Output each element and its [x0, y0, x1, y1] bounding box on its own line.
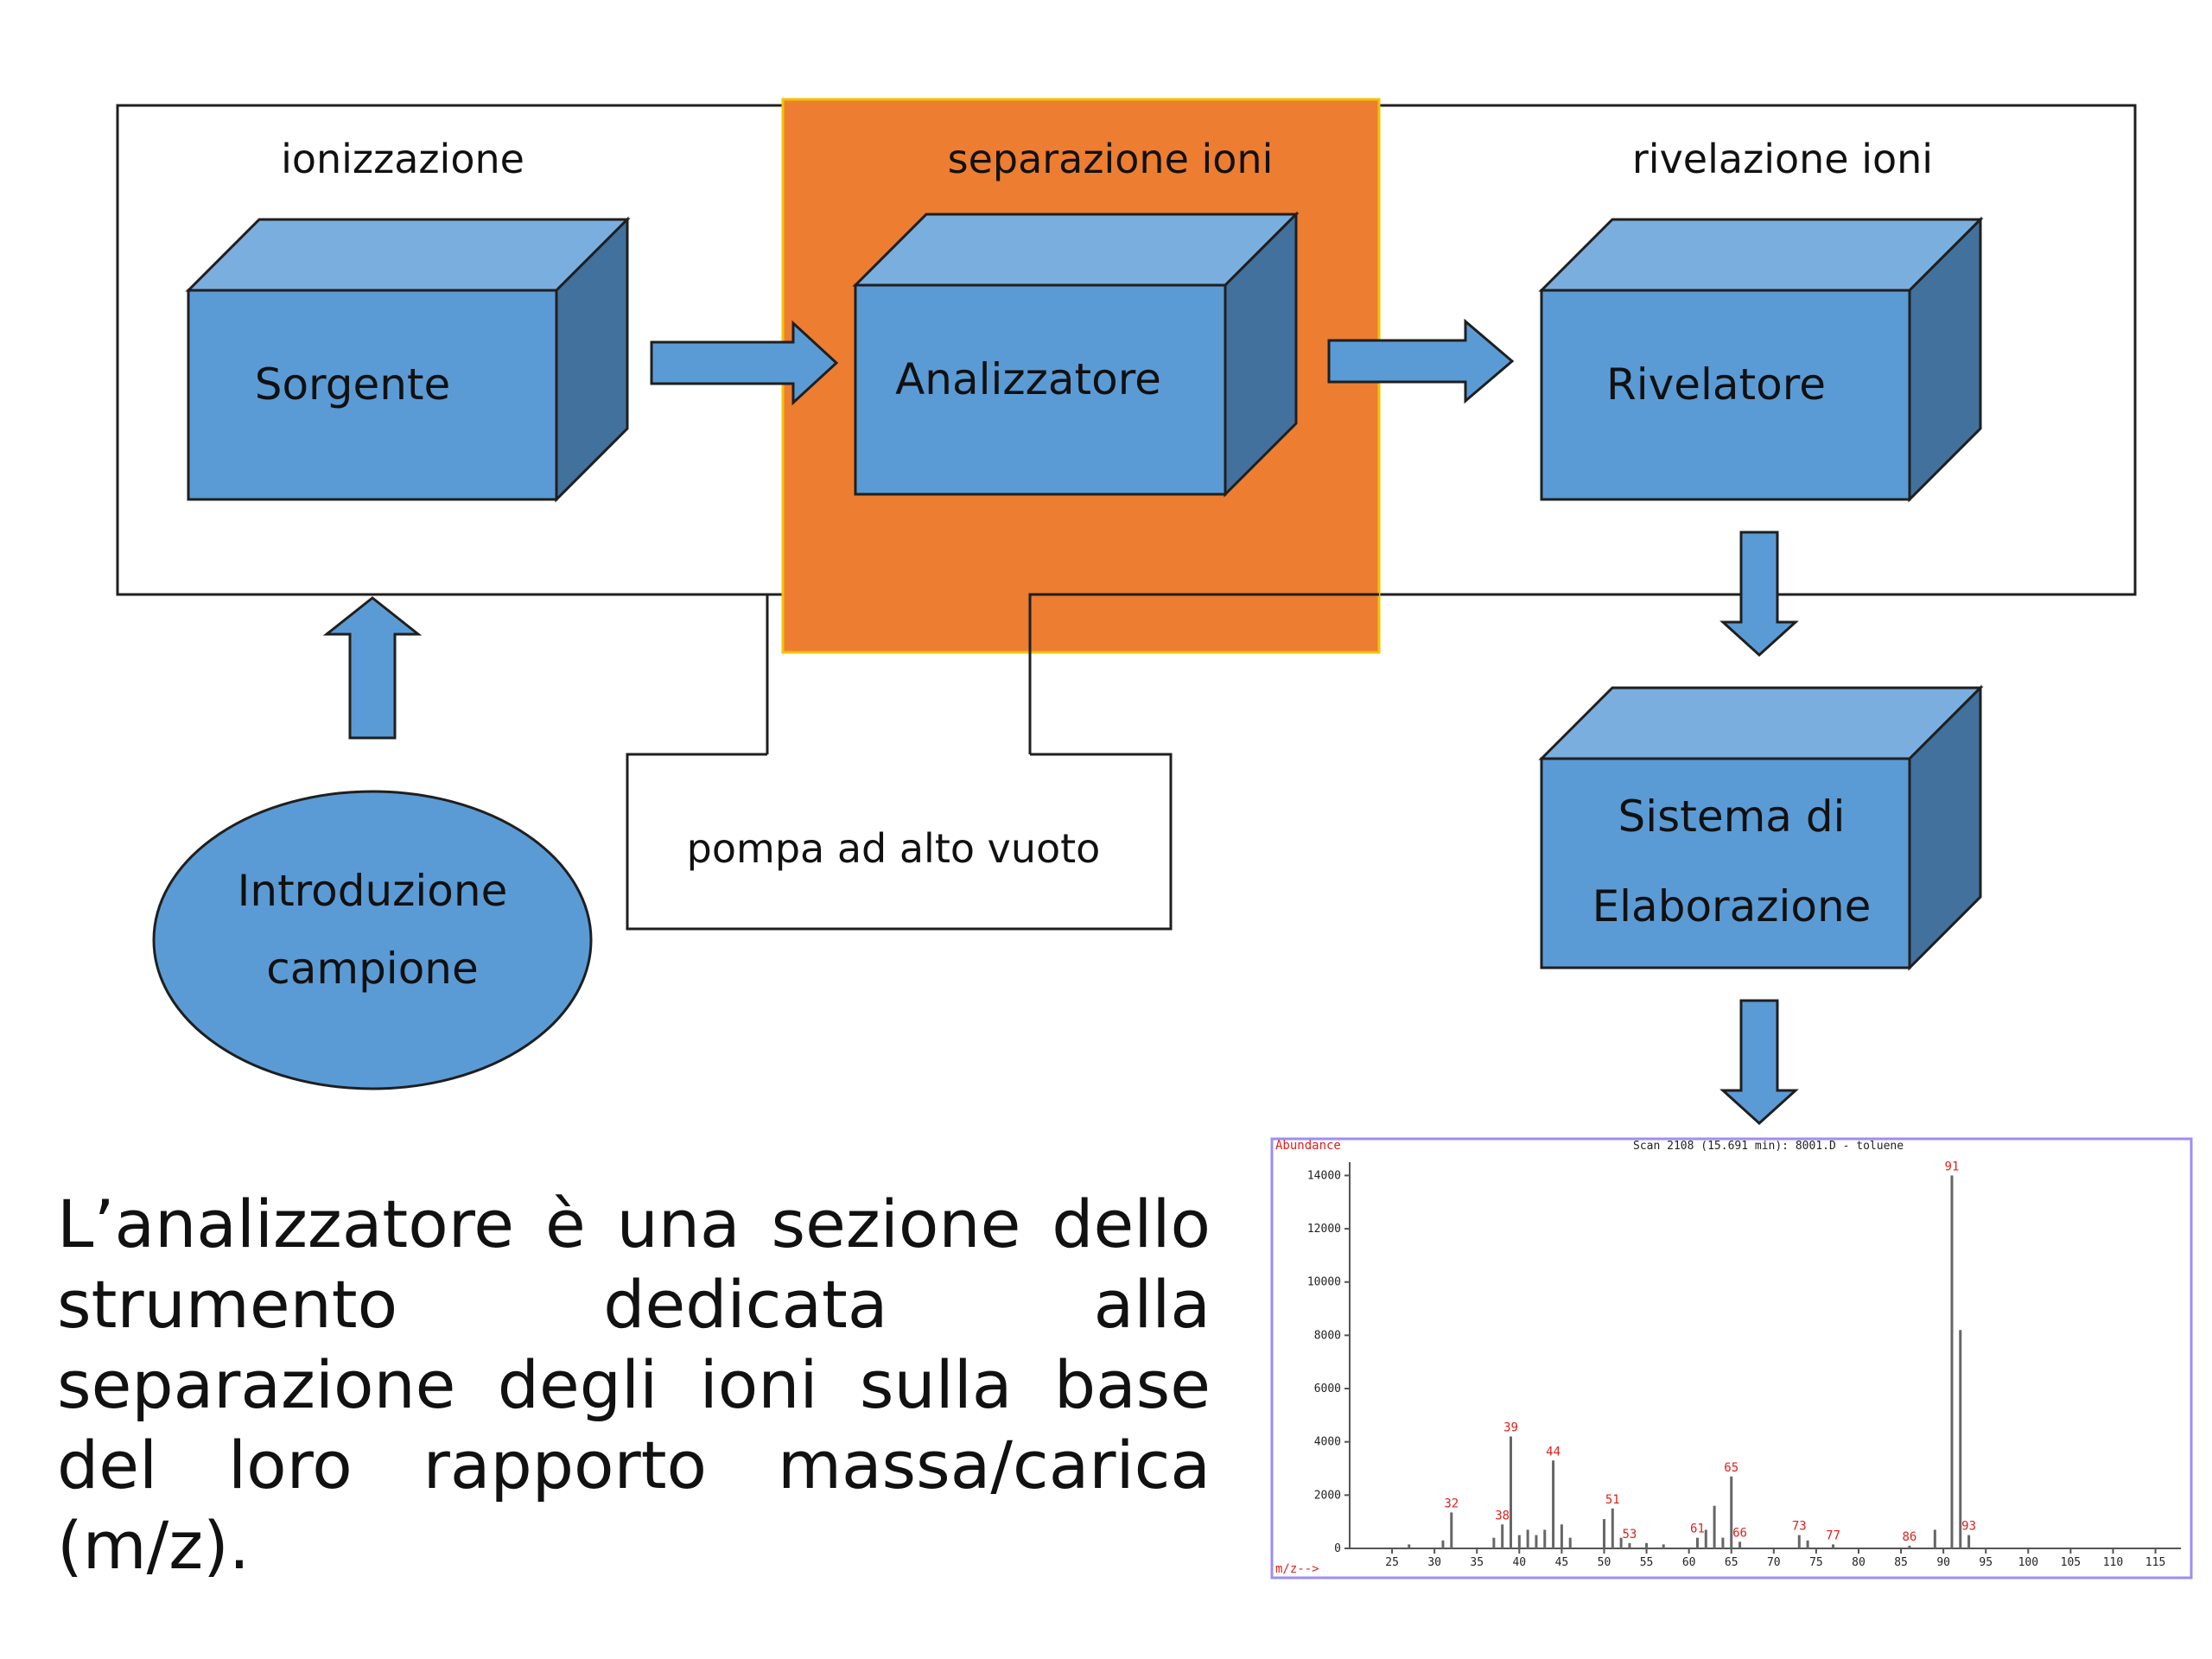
mass-spectrum: Abundance Scan 2108 (15.691 min): 8001.D…: [1270, 1137, 2193, 1580]
spectrum-peak-label: 77: [1826, 1529, 1840, 1542]
arrow-analyzer-to-detector: [1327, 318, 1515, 404]
stage-label-ionization: ionizzazione: [281, 136, 524, 182]
spectrum-peak-label: 65: [1724, 1461, 1738, 1475]
spectrum-peaks: 32 38 39 44 51 53 61 65 66 73 77 86 91 93: [1408, 1160, 1976, 1548]
spectrum-peak-label: 73: [1792, 1520, 1807, 1534]
spectrum-y-tick-label: 14000: [1307, 1169, 1341, 1182]
processing-label-line1: Sistema di: [1618, 791, 1846, 842]
spectrum-peak-label: 86: [1902, 1530, 1916, 1544]
spectrum-x-tick-label: 35: [1470, 1556, 1484, 1569]
analyzer-box: Analizzatore: [852, 211, 1300, 498]
spectrum-xlabel: m/z-->: [1275, 1562, 1319, 1576]
processing-label-line2: Elaborazione: [1592, 881, 1872, 931]
spectrum-x-tick-label: 85: [1894, 1556, 1908, 1569]
spectrum-peak-label: 93: [1961, 1520, 1976, 1534]
spectrum-x-tick-label: 50: [1598, 1556, 1611, 1569]
spectrum-header: Scan 2108 (15.691 min): 8001.D - toluene: [1633, 1140, 1904, 1153]
spectrum-x-tick-label: 105: [2061, 1556, 2081, 1569]
spectrum-x-tick-label: 40: [1512, 1556, 1526, 1569]
stage-label-separation: separazione ioni: [948, 136, 1274, 182]
spectrum-peak-label: 53: [1623, 1528, 1637, 1541]
spectrum-y-tick-label: 10000: [1307, 1276, 1341, 1289]
spectrum-x-tick-label: 115: [2145, 1556, 2165, 1569]
spectrum-axes: 0 2000 4000 6000 8000 10000 12000 14000 25 30 35 40…: [1307, 1162, 2181, 1569]
spectrum-peak-label: 91: [1945, 1160, 1960, 1173]
spectrum-peak-label: 38: [1495, 1509, 1510, 1522]
spectrum-y-tick-label: 0: [1334, 1542, 1341, 1555]
spectrum-x-tick-label: 30: [1427, 1556, 1441, 1569]
spectrum-x-tick-label: 80: [1852, 1556, 1866, 1569]
spectrum-x-tick-label: 65: [1725, 1556, 1738, 1569]
detector-label: Rivelatore: [1606, 359, 1826, 410]
spectrum-ylabel: Abundance: [1275, 1139, 1341, 1153]
spectrum-x-tick-label: 95: [1979, 1556, 1993, 1569]
spectrum-x-tick-label: 75: [1809, 1556, 1823, 1569]
spectrum-y-tick-label: 2000: [1314, 1489, 1341, 1502]
sample-intro-line1: Introduzione: [238, 866, 508, 916]
spectrum-x-tick-label: 25: [1385, 1556, 1399, 1569]
arrow-sample-to-source: [322, 596, 423, 740]
spectrum-x-tick-label: 60: [1682, 1556, 1696, 1569]
spectrum-y-tick-label: 4000: [1314, 1436, 1341, 1449]
spectrum-peak-label: 39: [1503, 1421, 1518, 1435]
pump-label: pompa ad alto vuoto: [687, 825, 1101, 872]
arrow-processing-to-spectrum: [1719, 999, 1799, 1126]
spectrum-x-tick-label: 45: [1555, 1556, 1569, 1569]
spectrum-peak-label: 32: [1444, 1497, 1459, 1510]
analyzer-label: Analizzatore: [895, 354, 1161, 404]
arrow-source-to-analyzer: [650, 320, 839, 406]
spectrum-peak-label: 61: [1690, 1522, 1705, 1536]
sample-intro-line2: campione: [266, 944, 479, 994]
spectrum-y-tick-label: 8000: [1314, 1329, 1341, 1342]
spectrum-peak-label: 51: [1605, 1493, 1620, 1507]
sample-introduction-ellipse: [152, 790, 593, 1090]
processing-box: Sistema di Elaborazione: [1538, 684, 1984, 971]
source-label: Sorgente: [255, 359, 451, 410]
stage-label-detection: rivelazione ioni: [1632, 136, 1933, 182]
spectrum-y-tick-label: 6000: [1314, 1382, 1341, 1395]
spectrum-x-tick-label: 110: [2103, 1556, 2123, 1569]
description-paragraph: L’analizzatore è una sezione dello strum…: [57, 1185, 1211, 1584]
arrow-detector-to-processing: [1719, 531, 1799, 658]
spectrum-peak-label: 66: [1732, 1526, 1747, 1540]
spectrum-y-tick-label: 12000: [1307, 1223, 1341, 1236]
spectrum-x-tick-label: 70: [1767, 1556, 1781, 1569]
detector-box: Rivelatore: [1538, 216, 1984, 503]
spectrum-peak-label: 44: [1546, 1445, 1560, 1459]
spectrum-x-tick-label: 90: [1936, 1556, 1950, 1569]
spectrum-x-tick-label: 55: [1640, 1556, 1654, 1569]
source-box: Sorgente: [185, 216, 631, 503]
vacuum-line-right: [1028, 593, 1379, 754]
spectrum-x-tick-label: 100: [2018, 1556, 2038, 1569]
pump-box: [626, 753, 1173, 931]
